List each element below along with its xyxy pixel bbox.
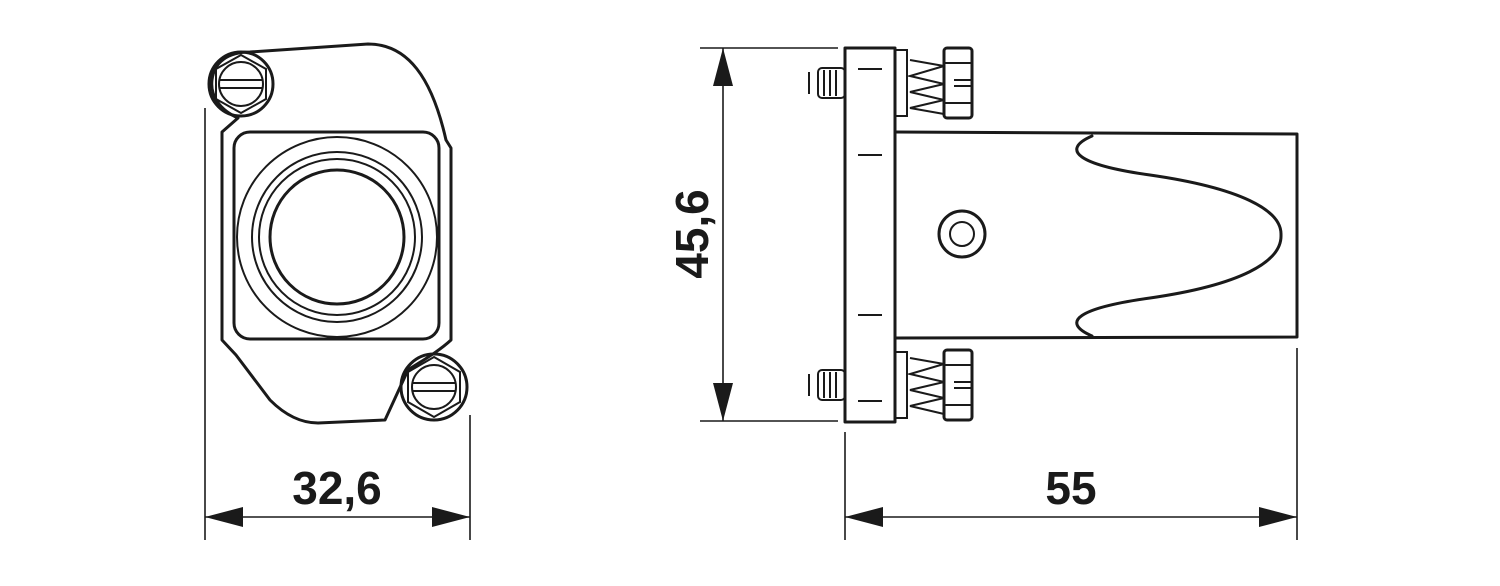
front-screw-top-left xyxy=(207,50,275,118)
side-locking-pin-outer xyxy=(937,209,987,259)
side-screw-bottom xyxy=(808,348,974,422)
dimension-width-front: 32,6 xyxy=(204,108,471,540)
front-flange-outline xyxy=(210,42,453,425)
dimension-label-length-side: 55 xyxy=(1045,462,1096,514)
side-view xyxy=(808,46,1299,424)
dimension-label-height-side: 45,6 xyxy=(666,189,718,279)
front-screw-bottom-right xyxy=(399,352,469,422)
front-outer-ring xyxy=(236,136,438,338)
dimension-height-side: 45,6 xyxy=(666,47,838,422)
front-view xyxy=(207,42,469,425)
side-cable-body xyxy=(893,130,1299,340)
side-screw-top xyxy=(808,46,974,120)
side-seal-taper xyxy=(1075,134,1283,338)
dimension-label-width-front: 32,6 xyxy=(292,462,382,514)
front-inner-ring xyxy=(258,158,416,316)
front-mid-ring xyxy=(251,151,423,323)
dimension-length-side: 55 xyxy=(844,348,1298,540)
front-bore xyxy=(268,168,406,306)
side-locking-pin-inner xyxy=(949,221,975,247)
front-square-recess xyxy=(232,130,441,341)
side-flange-plate xyxy=(843,46,897,424)
